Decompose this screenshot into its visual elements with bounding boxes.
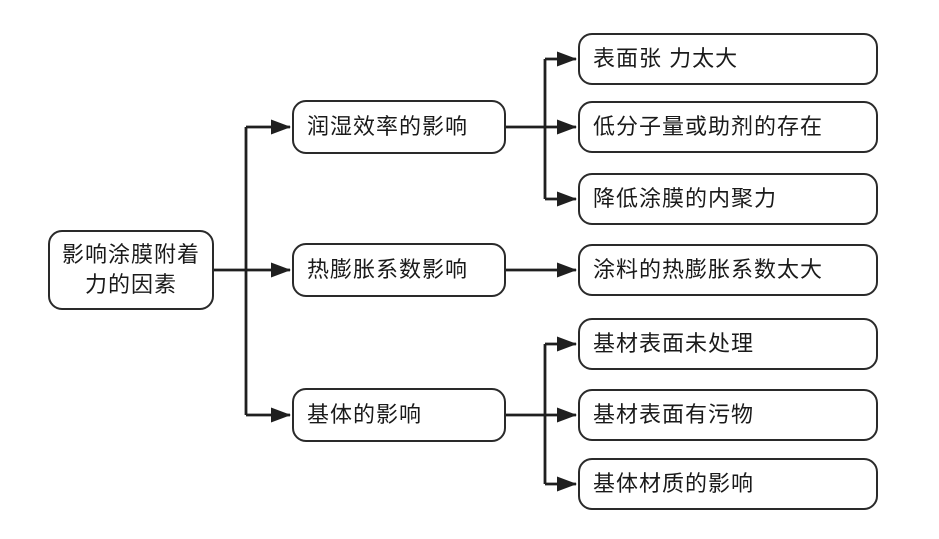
leaf-node-surface-contaminants: 基材表面有污物 [578, 389, 878, 441]
leaf-node-label: 降低涂膜的内聚力 [593, 185, 778, 211]
leaf-node-coating-expansion: 涂料的热膨胀系数太大 [578, 244, 878, 296]
root-node-adhesion-factors: 影响涂膜附着 力的因素 [48, 230, 214, 310]
root-node-label-line2: 力的因素 [84, 272, 177, 297]
leaf-node-label: 基材表面有污物 [593, 401, 755, 427]
leaf-node-substrate-material: 基体材质的影响 [578, 458, 878, 510]
branch-node-label: 基体的影响 [307, 401, 423, 427]
leaf-node-low-molecular-weight: 低分子量或助剂的存在 [578, 101, 878, 153]
leaf-node-label: 低分子量或助剂的存在 [593, 113, 824, 139]
leaf-node-label: 基材表面未处理 [593, 330, 755, 356]
branch-node-label: 热膨胀系数影响 [307, 256, 469, 282]
branch-node-wetting-efficiency: 润湿效率的影响 [292, 100, 506, 154]
branch-node-label: 润湿效率的影响 [307, 113, 469, 139]
leaf-node-surface-untreated: 基材表面未处理 [578, 318, 878, 370]
leaf-node-label: 表面张 力太大 [593, 45, 739, 71]
leaf-node-label: 涂料的热膨胀系数太大 [593, 256, 824, 282]
root-node-label-line1: 影响涂膜附着 [61, 242, 200, 268]
branch-node-thermal-expansion: 热膨胀系数影响 [292, 243, 506, 297]
branch-node-substrate: 基体的影响 [292, 388, 506, 442]
leaf-node-cohesion-reduction: 降低涂膜的内聚力 [578, 173, 878, 225]
leaf-node-surface-tension: 表面张 力太大 [578, 33, 878, 85]
leaf-node-label: 基体材质的影响 [593, 470, 755, 496]
